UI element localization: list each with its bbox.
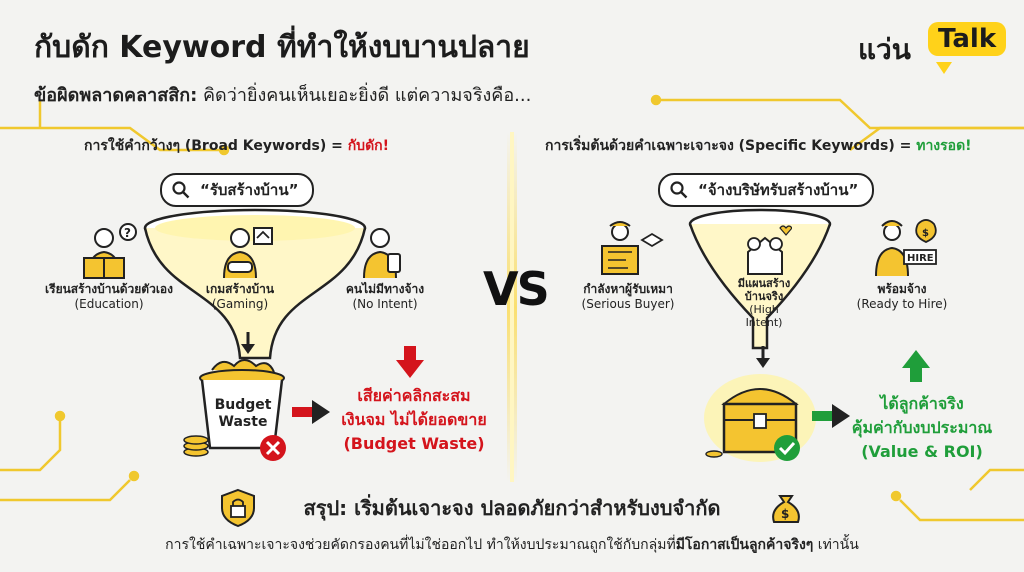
audience-label-en: (No Intent) (352, 297, 418, 311)
page-title: กับดัก Keyword ที่ทำให้งบบานปลาย (34, 30, 530, 65)
arrow-down-red-icon (396, 346, 424, 378)
audience-label-th: พร้อมจ้าง (877, 282, 927, 296)
right-result: ได้ลูกค้าจริง คุ้มค่ากับงบประมาณ (Value … (842, 392, 1002, 464)
right-result-line2: คุ้มค่ากับงบประมาณ (851, 418, 993, 437)
person-reading-icon: ? (83, 223, 137, 279)
audience-label-en: (Education) (74, 297, 144, 311)
right-search-bar: “จ้างบริษัทรับสร้างบ้าน” (658, 173, 875, 207)
left-search-text: “รับสร้างบ้าน” (200, 181, 299, 199)
left-audience-1: เรียนสร้างบ้านด้วยตัวเอง (Education) (34, 282, 184, 312)
logo-prefix: แว่น (858, 33, 911, 66)
right-result-line1: ได้ลูกค้าจริง (880, 394, 964, 413)
bin-label-line1: Budget (214, 397, 272, 413)
check-mark-icon (774, 435, 800, 461)
left-audience-3: คนไม่มีทางจ้าง (No Intent) (325, 282, 445, 312)
arrow-up-green-icon (902, 350, 930, 382)
svg-text:$: $ (781, 507, 789, 521)
left-result-line2: เงินจม ไม่ได้ยอดขาย (341, 410, 487, 429)
right-audience-3: พร้อมจ้าง (Ready to Hire) (842, 282, 962, 312)
brand-logo: แว่น Talk (858, 22, 1008, 82)
summary-detail-suffix: เท่านั้น (813, 537, 859, 553)
left-title-accent: กับดัก! (347, 138, 390, 154)
bin-label: Budget Waste (212, 397, 274, 431)
left-result-line3: (Budget Waste) (343, 434, 485, 453)
audience-label-en: (Gaming) (211, 297, 269, 311)
person-gaming-icon (223, 227, 273, 279)
summary-headline: สรุป: เริ่มต้นเจาะจง ปลอดภัยกว่าสำหรับงบ… (303, 496, 721, 520)
audience-label-th2: บ้านจริง (744, 290, 784, 303)
audience-label-en: (High (749, 303, 779, 316)
audience-label-th: มีแผนสร้าง (737, 277, 791, 290)
summary-detail-prefix: การใช้คำเฉพาะเจาะจงช่วยคัดกรองคนที่ไม่ใช… (165, 537, 676, 553)
search-icon (670, 181, 688, 199)
audience-label-en2: Intent) (745, 316, 783, 329)
right-search-text: “จ้างบริษัทรับสร้างบ้าน” (698, 181, 859, 199)
logo-badge: Talk (928, 22, 1007, 56)
bin-label-line2: Waste (218, 414, 268, 430)
hire-tag: HIRE (907, 253, 934, 264)
svg-text:$: $ (922, 228, 929, 239)
subtitle-bold: ข้อผิดพลาดคลาสสิก: (34, 85, 198, 106)
audience-label-th: คนไม่มีทางจ้าง (345, 282, 425, 296)
page-subtitle: ข้อผิดพลาดคลาสสิก: คิดว่ายิ่งคนเห็นเยอะย… (34, 80, 531, 109)
money-bag-icon: $ (772, 495, 800, 523)
left-title-text: การใช้คำกว้างๆ (Broad Keywords) = (84, 138, 348, 154)
svg-text:?: ? (124, 226, 131, 240)
left-panel-title: การใช้คำกว้างๆ (Broad Keywords) = กับดัก… (84, 135, 389, 157)
arrow-down-icon (756, 346, 770, 368)
subtitle-rest: คิดว่ายิ่งคนเห็นเยอะยิ่งดี แต่ความจริงคื… (197, 85, 532, 106)
arrow-right-icon (292, 400, 330, 424)
left-result-line1: เสียค่าคลิกสะสม (357, 386, 471, 405)
search-icon (172, 181, 190, 199)
summary-detail-bold: มีโอกาสเป็นลูกค้าจริงๆ (675, 537, 814, 553)
summary-detail: การใช้คำเฉพาะเจาะจงช่วยคัดกรองคนที่ไม่ใช… (0, 534, 1024, 556)
waste-bin-icon (183, 359, 285, 457)
x-mark-icon (260, 435, 286, 461)
left-audience-2: เกมสร้างบ้าน (Gaming) (185, 282, 295, 312)
arrow-down-icon (241, 332, 255, 354)
right-audience-2: มีแผนสร้าง บ้านจริง (High Intent) (728, 277, 800, 329)
audience-label-en: (Serious Buyer) (581, 297, 675, 311)
audience-label-en: (Ready to Hire) (856, 297, 948, 311)
right-panel-title: การเริ่มต้นด้วยคำเฉพาะเจาะจง (Specific K… (545, 135, 972, 157)
narrow-funnel-icon (688, 208, 832, 350)
treasure-chest-icon (704, 374, 816, 462)
arrow-right-icon (812, 404, 850, 428)
left-result: เสียค่าคลิกสะสม เงินจม ไม่ได้ยอดขาย (Bud… (334, 384, 494, 456)
summary: สรุป: เริ่มต้นเจาะจง ปลอดภัยกว่าสำหรับงบ… (0, 492, 1024, 556)
person-phone-icon (363, 228, 401, 279)
shield-lock-icon (221, 488, 255, 528)
right-result-line3: (Value & ROI) (861, 442, 983, 461)
person-hire-icon: $ HIRE (875, 219, 937, 277)
family-house-icon (747, 225, 792, 275)
person-blueprint-icon (601, 221, 664, 275)
right-title-accent: ทางรอด! (916, 138, 972, 154)
audience-label-th: เกมสร้างบ้าน (205, 282, 275, 296)
audience-label-th: กำลังหาผู้รับเหมา (583, 282, 673, 296)
vs-label: VS (483, 262, 550, 316)
right-audience-1: กำลังหาผู้รับเหมา (Serious Buyer) (568, 282, 688, 312)
speech-bubble-tail-icon (936, 62, 952, 74)
right-title-text: การเริ่มต้นด้วยคำเฉพาะเจาะจง (Specific K… (545, 138, 917, 154)
audience-label-th: เรียนสร้างบ้านด้วยตัวเอง (45, 282, 173, 296)
left-search-bar: “รับสร้างบ้าน” (160, 173, 315, 207)
